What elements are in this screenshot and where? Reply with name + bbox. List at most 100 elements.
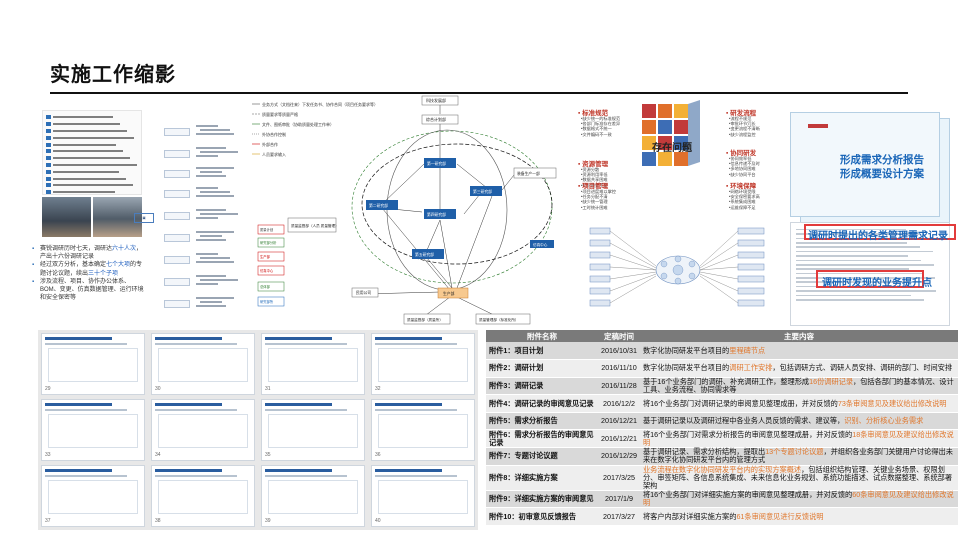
main-content: 数字化协同研发平台项目的里程碑节点 — [639, 342, 958, 361]
mindmap-leaf — [196, 217, 218, 219]
stack-label: 研究部分析 — [260, 240, 277, 245]
mindmap-branch — [164, 150, 190, 158]
bullet-item: 涉及流程、项目、协作办公体系、BOM、变更、仿真数据管理、运行环境和安全保密等 — [32, 278, 144, 303]
mindmap-leaf — [196, 261, 234, 263]
org-node: 仿真中心 — [530, 240, 554, 248]
legend-text: 业务方式（文档往来）下发任务书、协作合同（项目任务要求等） — [262, 101, 378, 107]
thumbnail-page-number: 33 — [45, 452, 51, 458]
final-date: 2016/11/10 — [598, 359, 640, 378]
doc-row — [46, 182, 138, 189]
mindmap-leaf — [200, 257, 230, 259]
word-doc-icon — [46, 183, 51, 188]
issue-item: •网络环境受限 — [729, 189, 756, 194]
doc-row — [46, 189, 138, 196]
summary-bullets: 赛锐调研历时七天，调研达六十人次，产出十六份调研记录 经过双方分析，基本确定七个… — [32, 245, 144, 302]
report-line — [796, 281, 910, 284]
slide-thumbnail: 35 — [261, 399, 365, 461]
svg-text:第四研究部: 第四研究部 — [427, 212, 446, 217]
doc-row — [46, 148, 138, 155]
doc-filename — [53, 157, 130, 160]
report-doc — [790, 112, 940, 217]
slide-thumbnail: 30 — [151, 333, 255, 395]
left-stack: 质量计划 研究部分析 生产部 仿真中心 总体部 研究部所 — [257, 224, 285, 307]
thumbnail-page-number: 32 — [375, 386, 381, 392]
word-doc-icon — [46, 128, 51, 133]
doc-row — [46, 162, 138, 169]
issue-item: •资源利用率低 — [581, 172, 608, 178]
mindmap-branch — [164, 190, 190, 198]
mindmap-leaf — [200, 191, 230, 193]
doc-row — [46, 114, 138, 121]
org-node: 综合计划部 — [421, 114, 459, 125]
word-doc-icon — [46, 156, 51, 161]
mindmap-branch — [164, 234, 190, 242]
issue-category: ▪ 研发流程 — [726, 110, 757, 117]
word-doc-icon — [46, 190, 51, 195]
doc-row — [46, 155, 138, 162]
mindmap-leaf — [196, 125, 218, 127]
column-header: 主要内容 — [639, 330, 958, 342]
issue-item: •工时统计困难 — [581, 204, 608, 210]
mindmap-leaf — [200, 129, 230, 131]
final-date: 2016/10/31 — [598, 342, 640, 361]
issue-item: •系统集成困难 — [729, 199, 756, 205]
highlight-box-1 — [804, 224, 956, 240]
mindmap-branch — [164, 212, 190, 220]
meeting-photo — [93, 197, 142, 237]
mindmap-leaf — [196, 209, 226, 211]
mindmap-leaf — [196, 155, 218, 157]
issue-item: •缺少统一管理 — [581, 199, 608, 205]
doc-row — [46, 121, 138, 128]
meeting-photo — [42, 197, 91, 237]
attachment-name: 附件6：需求分析报告的审阅意见记录 — [486, 429, 598, 449]
thumbnail-page-number: 29 — [45, 386, 51, 392]
stack-label: 生产部 — [260, 254, 271, 259]
attachment-name: 附件9：详细实施方案的审阅意见 — [486, 490, 598, 509]
mindmap-leaf — [196, 195, 234, 197]
word-doc-icon — [46, 162, 51, 167]
mindmap-leaf — [200, 171, 222, 173]
final-date: 2016/12/21 — [598, 429, 640, 449]
thumbnail-page-number: 30 — [155, 386, 161, 392]
report-line — [796, 246, 920, 248]
mindmap-leaf — [200, 213, 238, 215]
org-node: 质量管理部（标准化所） — [475, 313, 531, 325]
mindmap-leaf — [196, 231, 234, 233]
org-node: 第五研究部 — [412, 249, 444, 259]
report-line — [796, 228, 906, 231]
attachment-name: 附件10：初审意见反馈报告 — [486, 507, 598, 526]
main-content: 将16个业务部门对需求分析报告的审阅意见整理成册，并对反馈的18条审阅意见及建议… — [639, 429, 958, 449]
column-header: 附件名称 — [486, 330, 598, 342]
mindmap-leaf — [200, 151, 238, 153]
legend-text: 质量要求等质量严格 — [262, 111, 298, 117]
doc-row — [46, 175, 138, 182]
document-list — [42, 110, 142, 195]
stack-label: 仿真中心 — [260, 268, 274, 273]
word-doc-icon — [46, 135, 51, 140]
issue-category: ▪ 项目管理 — [578, 183, 609, 190]
doc-row — [46, 128, 138, 135]
report-line — [796, 277, 935, 279]
doc-filename — [53, 129, 127, 132]
bullet-item: 赛锐调研历时七天，调研达六十人次，产出十六份调研记录 — [32, 245, 144, 261]
svg-text:第二研究部: 第二研究部 — [369, 203, 388, 208]
doc-row — [46, 168, 138, 175]
column-header: 定稿时间 — [598, 330, 640, 342]
svg-text:质量管理部（标准化所）: 质量管理部（标准化所） — [479, 317, 519, 322]
thumbnail-page-number: 37 — [45, 518, 51, 524]
svg-text:质量监督部（人员 质量管理）: 质量监督部（人员 质量管理） — [291, 223, 339, 228]
mindmap-leaf — [196, 175, 226, 177]
attachment-name: 附件3：调研记录 — [486, 377, 598, 396]
slide-thumbnail: 34 — [151, 399, 255, 461]
org-node: 第四研究部 — [424, 209, 456, 219]
issue-item: •文件编码不一致 — [581, 131, 612, 137]
legend-text: 外部合作 — [262, 141, 278, 147]
svg-text:装备生产一部: 装备生产一部 — [517, 171, 540, 176]
